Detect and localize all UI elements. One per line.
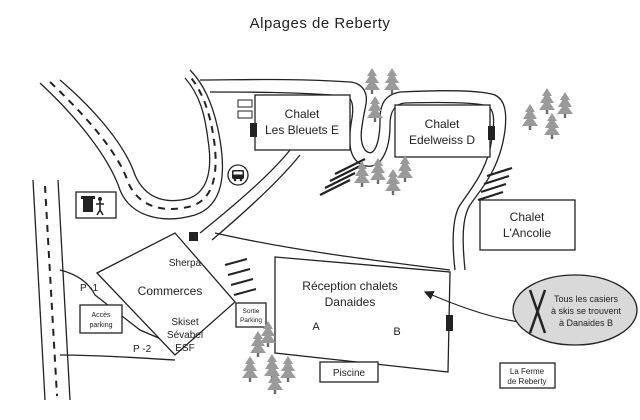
chalet-lancolie[interactable]: Chalet L'Ancolie: [479, 199, 576, 251]
commerces-title: Commerces: [138, 284, 203, 298]
acces-parking[interactable]: Accès parking: [79, 304, 123, 334]
bus-icon: [227, 164, 249, 186]
ancolie-line1: Chalet: [510, 210, 545, 224]
edelweiss-line1: Chalet: [425, 117, 460, 131]
sortie-parking[interactable]: Sortie Parking: [235, 302, 267, 328]
door-b-label: B: [393, 326, 400, 338]
crosswalk-stripes: [224, 158, 513, 296]
bleuets-line2: Les Bleuets E: [265, 123, 339, 137]
ski-icon: [528, 289, 547, 334]
tree-cluster-right: [522, 88, 573, 139]
commerces-zone[interactable]: Sherpa Commerces Skiset Sévabel ESF: [95, 232, 236, 356]
acces-line2: parking: [90, 322, 113, 329]
bleuets-line1: Chalet: [285, 107, 320, 121]
ski-locker-callout: Tous les casiers à skis se trouvent à Da…: [423, 274, 638, 346]
sortie-line1: Sortie: [243, 308, 260, 315]
la-ferme-de-reberty[interactable]: La Ferme de Reberty: [499, 362, 556, 389]
ferme-line1: La Ferme: [510, 367, 545, 376]
callout-line2: à skis se trouvent: [551, 306, 622, 316]
shop-sherpa: Sherpa: [169, 258, 202, 269]
reception-line1: Réception chalets: [302, 279, 397, 293]
trash-bin-icon: [75, 191, 117, 219]
shop-skiset: Skiset: [171, 317, 198, 328]
shop-sevabel: Sévabel: [167, 330, 203, 341]
map-title: Alpages de Reberty: [250, 15, 391, 32]
entrance-marker: [250, 123, 257, 137]
entrance-marker: [189, 232, 198, 241]
shop-esf: ESF: [175, 343, 194, 354]
edelweiss-line2: Edelweiss D: [409, 133, 475, 147]
entrance-marker: [446, 315, 453, 331]
chalet-edelweiss[interactable]: Chalet Edelweiss D: [394, 104, 495, 158]
door-a-label: A: [312, 321, 320, 333]
tree-cluster-middle: [354, 156, 413, 195]
left-road: [32, 179, 176, 401]
parking-level-lower: P -2: [133, 344, 152, 355]
callout-line1: Tous les casiers: [554, 294, 619, 304]
sortie-line2: Parking: [240, 317, 262, 324]
callout-line3: à Danaides B: [559, 318, 613, 328]
acces-line1: Accès: [91, 312, 111, 319]
piscine[interactable]: Piscine: [319, 361, 379, 383]
ancolie-line2: L'Ancolie: [503, 226, 552, 240]
ferme-line2: de Reberty: [507, 377, 546, 386]
reception-line2: Danaides: [325, 295, 376, 309]
parking-level-upper: P -1: [80, 283, 99, 294]
piscine-label: Piscine: [333, 368, 366, 379]
chalet-les-bleuets[interactable]: Chalet Les Bleuets E: [237, 94, 351, 151]
reception-danaides[interactable]: Réception chalets Danaides A B: [274, 256, 453, 373]
entrance-marker: [488, 126, 495, 140]
